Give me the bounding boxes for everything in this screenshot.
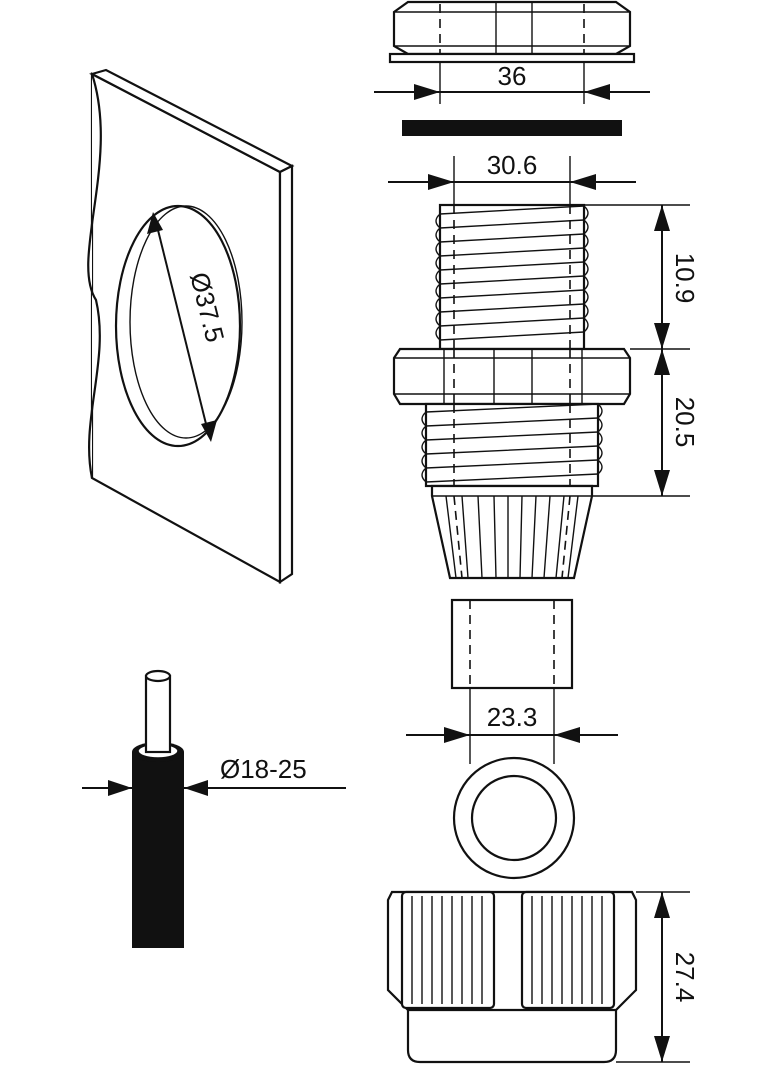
insert-diameter-label: 23.3 [487, 702, 538, 732]
dome-cap-height-dimension: 27.4 [616, 891, 700, 1063]
lower-thread [421, 402, 603, 488]
cable-diameter-dimension: Ø18-25 [82, 754, 346, 796]
seal-washer [402, 120, 622, 136]
top-nut-width-label: 36 [498, 61, 527, 91]
thread-length-label: 10.9 [670, 253, 700, 304]
dome-cap-height-label: 27.4 [670, 952, 700, 1003]
claw-cage [430, 484, 594, 580]
thread-length-dimension: 10.9 [584, 204, 700, 350]
upper-thread [435, 203, 589, 351]
panel-hole [114, 204, 243, 448]
top-nut-dimension: 36 [374, 61, 650, 104]
top-nut [388, 0, 636, 64]
seal-insert [450, 598, 574, 690]
insert-diameter-dimension: 23.3 [406, 688, 618, 764]
body-height-dimension: 20.5 [592, 349, 700, 497]
cable [132, 669, 184, 948]
hex-flange [392, 347, 632, 406]
body-height-label: 20.5 [670, 397, 700, 448]
seal-ring [452, 756, 576, 880]
dome-cap-nut [386, 890, 638, 1064]
cable-diameter-label: Ø18-25 [220, 754, 307, 784]
seal-bore-label: 30.6 [487, 150, 538, 180]
seal-bore-dimension: 30.6 [388, 150, 636, 205]
